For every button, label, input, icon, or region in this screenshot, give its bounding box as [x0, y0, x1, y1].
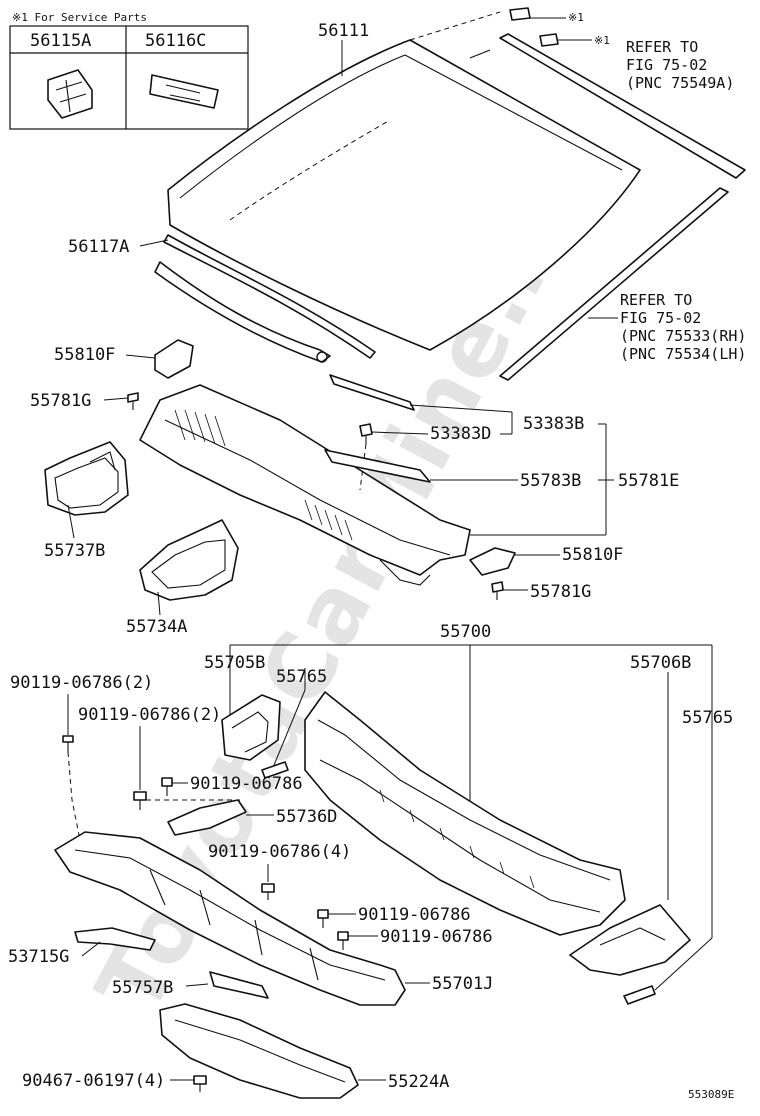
bolt-90119-f	[337, 931, 349, 950]
label-55700: 55700	[440, 622, 491, 642]
cowl-panel-55701J	[54, 831, 406, 1006]
svg-text:FIG 75-02: FIG 75-02	[620, 309, 701, 327]
service-parts-table	[9, 25, 249, 130]
label-55765-right: 55765	[682, 708, 733, 728]
inner-panel-55734A	[139, 519, 239, 601]
bracket-55706B	[569, 904, 691, 976]
label-bolt-90119-a: 90119-06786(2)	[10, 673, 153, 693]
label-56117A: 56117A	[68, 237, 129, 257]
label-55701J: 55701J	[432, 974, 493, 994]
label-55781E: 55781E	[618, 471, 679, 491]
seal-55783B	[324, 449, 431, 483]
bracket-55705B	[221, 694, 281, 761]
figure-id: 553089E	[688, 1088, 734, 1101]
bolt-90119-b	[133, 791, 147, 810]
svg-text:FIG 75-02: FIG 75-02	[626, 56, 707, 74]
windshield-glass	[167, 11, 641, 351]
clip-55781G-lower	[491, 581, 504, 600]
side-panel-55737B	[44, 441, 129, 516]
cover-55224A	[159, 1003, 359, 1099]
panel-53715G	[74, 927, 156, 951]
label-bolt-90119-d: 90119-06786(4)	[208, 842, 351, 862]
label-55783B: 55783B	[520, 471, 581, 491]
service-clip-1	[509, 7, 531, 21]
label-55734A: 55734A	[126, 617, 187, 637]
pad-55757B	[209, 971, 269, 999]
mark-1: ※1	[568, 11, 584, 24]
cowl-panel-55700	[304, 691, 626, 936]
label-bolt-90119-f: 90119-06786	[380, 927, 493, 947]
bolt-90467	[193, 1075, 207, 1092]
label-55781G-lower: 55781G	[530, 582, 591, 602]
label-55810F-top: 55810F	[54, 345, 115, 365]
svg-text:(PNC 75534(LH): (PNC 75534(LH)	[620, 345, 746, 363]
label-55810F-lower: 55810F	[562, 545, 623, 565]
bracket-55736D	[167, 799, 247, 836]
mark-2: ※1	[594, 34, 610, 47]
clip-55781G-top	[127, 392, 139, 410]
bolt-90119-d	[261, 883, 275, 900]
bracket-55810F-lower	[469, 547, 516, 576]
service-note: ※1 For Service Parts	[12, 11, 147, 24]
refer-note-75533: REFER TO FIG 75-02 (PNC 75533(RH) (PNC 7…	[620, 291, 746, 363]
label-56111: 56111	[318, 21, 369, 41]
label-55737B: 55737B	[44, 541, 105, 561]
svg-text:REFER TO: REFER TO	[626, 38, 698, 56]
top-moulding	[469, 33, 746, 179]
refer-note-75549A: REFER TO FIG 75-02 (PNC 75549A)	[626, 38, 734, 92]
label-53383D: 53383D	[430, 424, 491, 444]
label-bolt-90119-c: 90119-06786	[190, 774, 303, 794]
label-53715G: 53715G	[8, 947, 69, 967]
table-col-56115A: 56115A	[30, 31, 91, 51]
label-55765-left: 55765	[276, 667, 327, 687]
strip-55765-left	[261, 761, 289, 779]
service-clip-2	[539, 33, 559, 47]
label-53383B: 53383B	[523, 414, 584, 434]
label-55781G-top: 55781G	[30, 391, 91, 411]
clip-56115A-illustration	[47, 69, 93, 119]
bolt-90119-c	[161, 777, 173, 796]
svg-text:(PNC 75533(RH): (PNC 75533(RH)	[620, 327, 746, 345]
label-bolt-90467: 90467-06197(4)	[22, 1071, 165, 1091]
svg-text:REFER TO: REFER TO	[620, 291, 692, 309]
bolt-90119-a	[62, 735, 74, 752]
label-55757B: 55757B	[112, 978, 173, 998]
bolt-90119-e	[317, 909, 329, 928]
side-moulding	[499, 187, 729, 381]
bracket-55810F-top	[154, 339, 194, 379]
table-col-56116C: 56116C	[145, 31, 206, 51]
label-55736D: 55736D	[276, 807, 337, 827]
label-55224A: 55224A	[388, 1072, 449, 1092]
label-55706B: 55706B	[630, 653, 691, 673]
svg-text:(PNC 75549A): (PNC 75549A)	[626, 74, 734, 92]
cowl-louver	[139, 384, 471, 586]
label-55705B: 55705B	[204, 653, 265, 673]
clip-56116C-illustration	[149, 74, 219, 109]
label-bolt-90119-e: 90119-06786	[358, 905, 471, 925]
clip-53383D	[359, 423, 373, 444]
strip-55765-right	[623, 985, 656, 1005]
cowl-seal	[329, 374, 415, 411]
label-bolt-90119-b: 90119-06786(2)	[78, 705, 221, 725]
